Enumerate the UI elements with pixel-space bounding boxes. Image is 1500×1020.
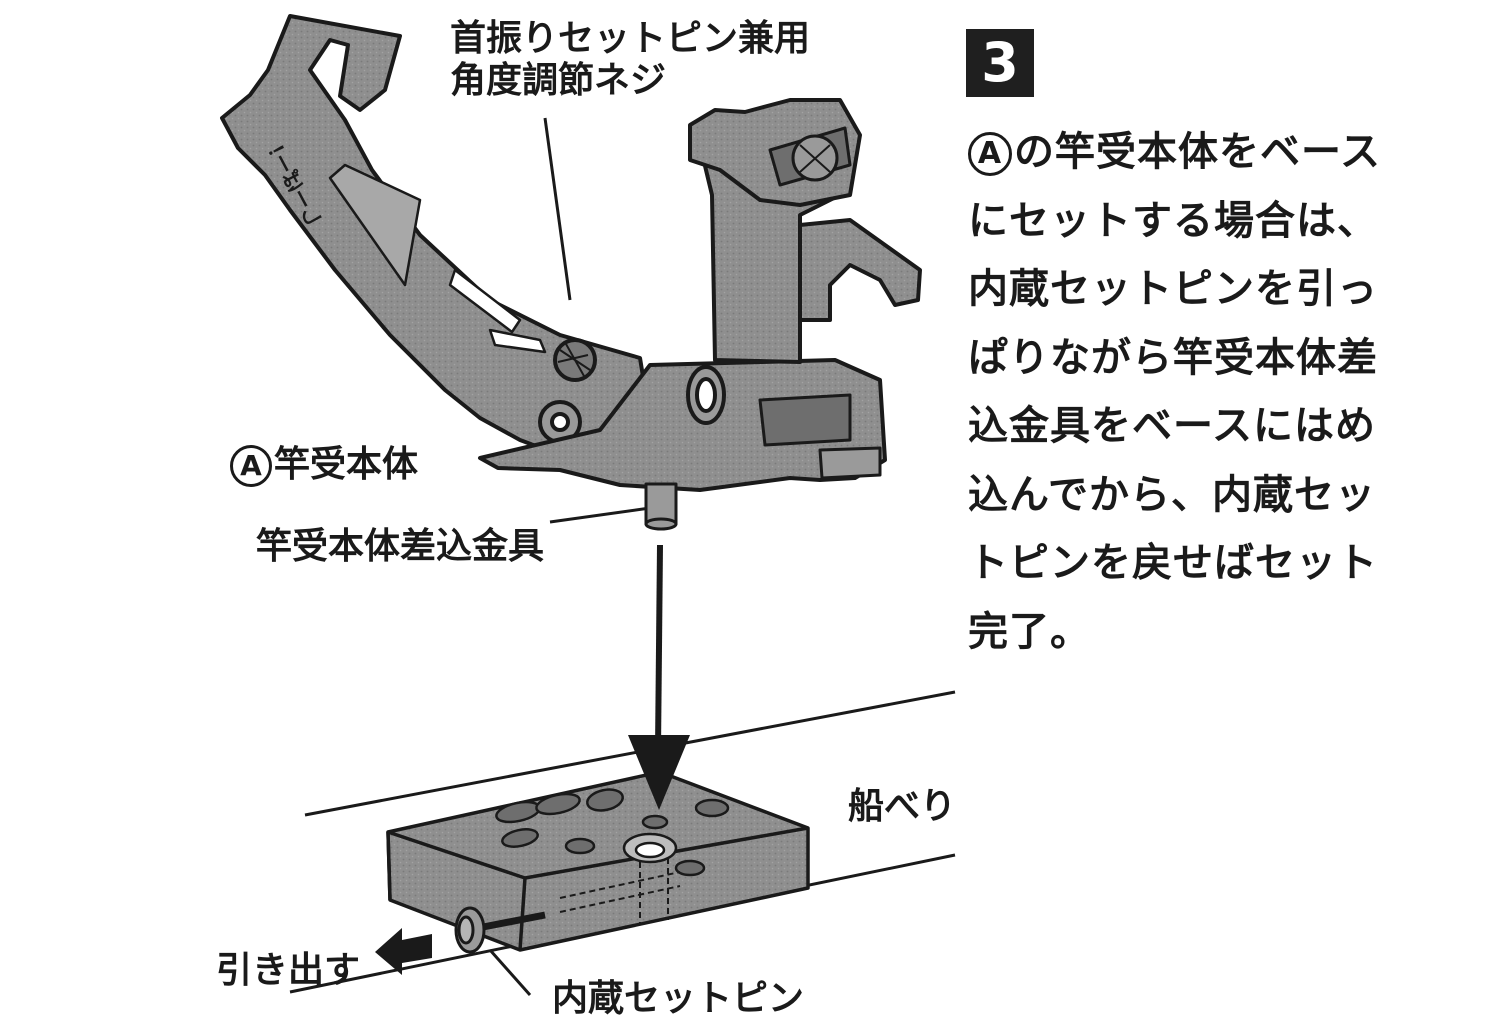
base-block xyxy=(386,770,810,952)
adjust-screw-label-line1: 首振りセットピン兼用 xyxy=(450,18,811,59)
rod-holder-body xyxy=(220,14,922,531)
builtin-pin-label: 内蔵セットピン xyxy=(552,978,805,1019)
instruction-line-4: ぱりながら竿受本体差 xyxy=(968,334,1378,381)
step-number-badge: 3 xyxy=(966,29,1034,97)
instruction-line-3: 内蔵セットピンを引っ xyxy=(968,266,1378,312)
leader-lines xyxy=(488,117,651,996)
adjust-screw-label: 首振りセットピン兼用 角度調節ネジ xyxy=(450,18,810,102)
instruction-line-1-text: の竿受本体をベース xyxy=(1014,129,1381,175)
adjust-screw-label-line2: 角度調節ネジ xyxy=(450,60,667,101)
instruction-line-6: 込んでから、内蔵セッ xyxy=(968,471,1376,518)
pull-out-label: 引き出す xyxy=(216,950,361,991)
pull-out-arrow xyxy=(375,928,432,975)
insert-arrow xyxy=(628,544,690,810)
instruction-marker-circle: A xyxy=(968,132,1012,176)
body-marker-circle: A xyxy=(230,445,272,487)
gunwale-label: 船べり xyxy=(848,786,957,827)
instruction-line-2: にセットする場合は、 xyxy=(968,197,1378,244)
insert-fitting-label: 竿受本体差込金具 xyxy=(256,526,545,567)
instruction-line-5: 込金具をベースにはめ xyxy=(968,403,1376,449)
builtin-set-pin xyxy=(454,906,546,954)
body-label-text: 竿受本体 xyxy=(274,444,419,485)
instruction-line-7: トピンを戻せばセット xyxy=(968,540,1378,586)
instruction-line-8: 完了。 xyxy=(968,608,1091,655)
